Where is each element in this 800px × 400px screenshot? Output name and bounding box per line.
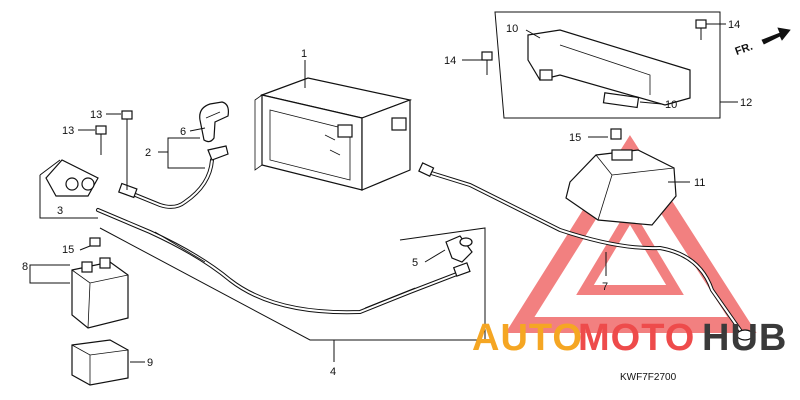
- callout-11: 11: [694, 177, 705, 189]
- callout-14a: 14: [444, 55, 456, 67]
- relay-boot: [71, 339, 129, 386]
- battery-short-cable: [118, 145, 229, 209]
- callout-5: 5: [412, 257, 418, 269]
- callout-7: 7: [602, 281, 608, 293]
- callout-bracket-12: [494, 11, 721, 119]
- callout-4: 4: [330, 366, 336, 378]
- callout-12: 12: [740, 97, 752, 109]
- callout-6: 6: [180, 126, 186, 138]
- watermark-moto: MOTO: [578, 317, 695, 359]
- callout-line-10a: [525, 29, 541, 39]
- battery-long-cable: [96, 208, 471, 315]
- callout-2: 2: [145, 147, 151, 159]
- battery-cover-bracket: [527, 29, 691, 109]
- svg-text:FR.: FR.: [734, 41, 755, 58]
- callout-line-6: [189, 127, 206, 132]
- drawing-code: KWF7F2700: [620, 372, 677, 383]
- fuse-15b: [610, 128, 622, 140]
- callout-bracket-3: [39, 159, 98, 219]
- callout-line-10b: [639, 101, 663, 105]
- callout-10b: 10: [665, 99, 677, 111]
- rubber-holder: [45, 159, 99, 197]
- fuse-box: [565, 149, 677, 226]
- watermark-auto: AUTO: [472, 317, 583, 359]
- callout-13b: 13: [62, 125, 74, 137]
- callout-line-15a: [79, 245, 91, 251]
- callout-bracket-8: [29, 264, 70, 284]
- bolt-13a: [121, 110, 133, 190]
- callout-bracket-4: [99, 227, 486, 341]
- callout-13a: 13: [90, 109, 102, 121]
- callout-line-5: [424, 249, 446, 263]
- ground-cable: [418, 162, 754, 341]
- front-direction-indicator: FR.: [734, 27, 791, 58]
- bolt-14a: [481, 51, 493, 75]
- callout-1: 1: [301, 48, 307, 60]
- callout-14b: 14: [728, 19, 740, 31]
- battery: [254, 77, 413, 191]
- watermark-hub: HUB: [702, 317, 787, 359]
- callout-10a: 10: [506, 23, 518, 35]
- callout-line-2: [158, 137, 205, 169]
- automotohub-watermark: AUTO MOTO HUB: [472, 317, 787, 359]
- starter-relay: [71, 257, 129, 329]
- bolt-14b: [695, 19, 707, 40]
- terminal-cover-cap: [199, 101, 229, 143]
- terminal-cover: [445, 235, 473, 263]
- fuse-15a: [89, 237, 101, 247]
- callout-8: 8: [22, 261, 28, 273]
- bolt-13b: [95, 125, 107, 155]
- callout-9: 9: [147, 357, 153, 369]
- callout-3: 3: [57, 205, 63, 217]
- callout-15b: 15: [569, 132, 581, 144]
- watermark-triangle: [505, 135, 757, 333]
- callout-15a: 15: [62, 244, 74, 256]
